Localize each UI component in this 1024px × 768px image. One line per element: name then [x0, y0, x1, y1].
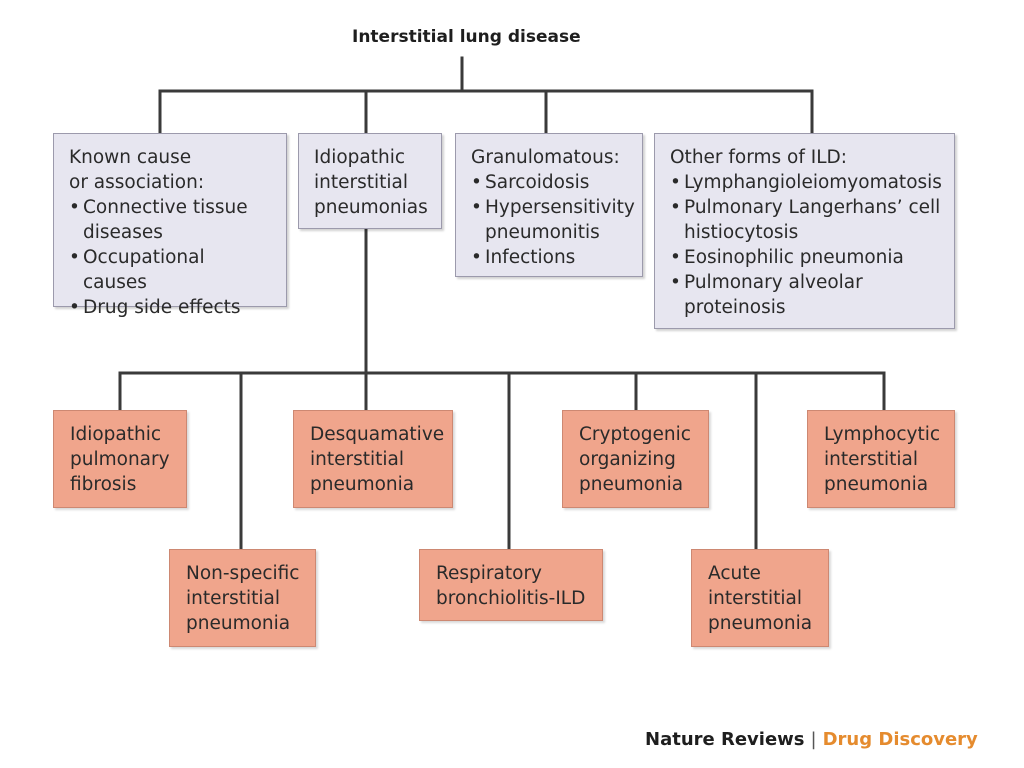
category-granulomatous: Granulomatous: Sarcoidosis Hypersensitiv…	[455, 133, 643, 277]
category-other-forms: Other forms of ILD: Lymphangioleiomyomat…	[654, 133, 955, 329]
diagram-title: Interstitial lung disease	[352, 27, 581, 47]
list-item: Connective tissue diseases	[69, 195, 274, 245]
publisher-name: Nature Reviews	[645, 729, 805, 750]
subtype-rbild: Respiratory bronchiolitis-ILD	[419, 549, 603, 621]
category-heading: Known cause or association:	[69, 147, 205, 193]
list-item: Sarcoidosis	[471, 170, 630, 195]
category-known-cause: Known cause or association: Connective t…	[53, 133, 287, 320]
category-heading: Idiopathic interstitial pneumonias	[314, 147, 428, 218]
category-item-list: Connective tissue diseases Occupational …	[69, 195, 274, 320]
subtype-nsip: Non-specific interstitial pneumonia	[169, 549, 316, 647]
list-item: Lymphangioleiomyomatosis	[670, 170, 942, 195]
subtype-lip: Lymphocytic interstitial pneumonia	[807, 410, 955, 508]
subtype-dip: Desquamative interstitial pneumonia	[293, 410, 453, 508]
list-item: Eosinophilic pneumonia	[670, 245, 942, 270]
subtype-cop: Cryptogenic organizing pneumonia	[562, 410, 709, 508]
credit-separator: |	[810, 729, 817, 750]
list-item: Pulmonary alveolar proteinosis	[670, 270, 942, 320]
list-item: Infections	[471, 245, 630, 270]
category-heading: Granulomatous:	[471, 147, 620, 168]
list-item: Occupational causes	[69, 245, 274, 295]
category-idiopathic-interstitial-pneumonias: Idiopathic interstitial pneumonias	[298, 133, 442, 229]
category-item-list: Lymphangioleiomyomatosis Pulmonary Lange…	[670, 170, 942, 320]
list-item: Hypersensitivity pneumonitis	[471, 195, 635, 245]
list-item: Drug side effects	[69, 295, 274, 320]
list-item: Pulmonary Langerhans’ cell histiocytosis	[670, 195, 942, 245]
subtype-ipf: Idiopathic pulmonary fibrosis	[53, 410, 187, 508]
source-credit: Nature Reviews|Drug Discovery	[645, 729, 978, 750]
category-item-list: Sarcoidosis Hypersensitivity pneumonitis…	[471, 170, 635, 270]
category-heading: Other forms of ILD:	[670, 147, 848, 168]
subtype-aip: Acute interstitial pneumonia	[691, 549, 829, 647]
journal-name: Drug Discovery	[822, 729, 978, 750]
